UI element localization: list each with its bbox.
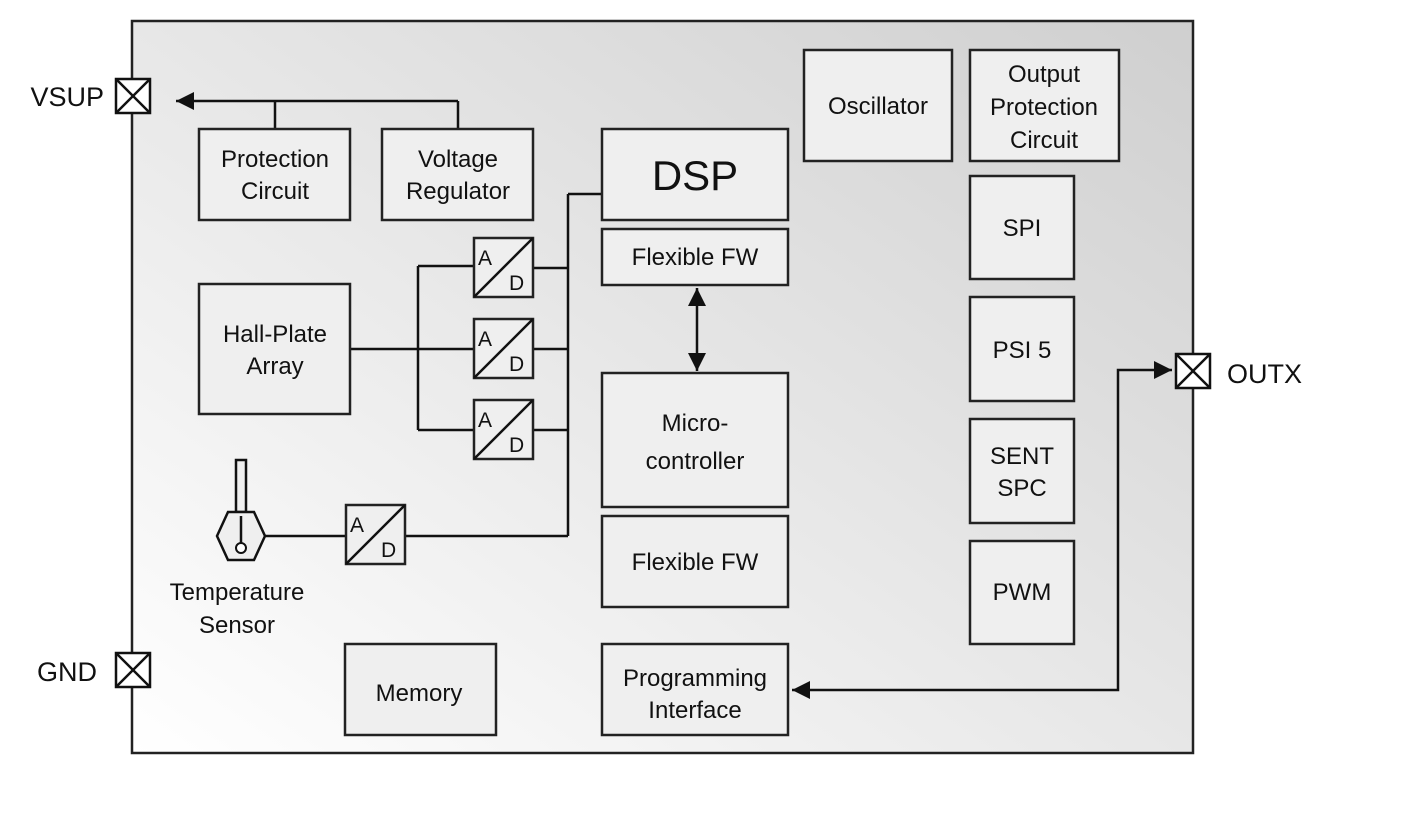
memory-label: Memory bbox=[376, 680, 463, 707]
thermometer-stem bbox=[234, 458, 248, 514]
hall-plate-array-line2: Array bbox=[246, 353, 303, 380]
protection-circuit-block: Protection Circuit bbox=[197, 127, 352, 222]
outx-pin: OUTX bbox=[1174, 352, 1302, 390]
adc-temperature: A D bbox=[344, 503, 407, 566]
programming-interface-line2: Interface bbox=[648, 697, 741, 724]
outx-label: OUTX bbox=[1227, 359, 1302, 389]
vsup-label: VSUP bbox=[30, 82, 104, 112]
pwm-label: PWM bbox=[993, 579, 1052, 606]
voltage-regulator-line1: Voltage bbox=[418, 146, 498, 173]
adc-3-a-label: A bbox=[478, 409, 492, 432]
flexible-fw-bottom-block: Flexible FW bbox=[600, 514, 790, 609]
dsp-label: DSP bbox=[652, 152, 738, 199]
adc-2-d-label: D bbox=[509, 353, 524, 376]
microcontroller-block: Micro- controller bbox=[600, 371, 790, 509]
flexible-fw-bottom-label: Flexible FW bbox=[632, 549, 759, 576]
memory-block: Memory bbox=[343, 642, 498, 737]
voltage-regulator-line2: Regulator bbox=[406, 178, 510, 205]
sent-spc-line1: SENT bbox=[990, 443, 1054, 470]
temperature-sensor-line2: Sensor bbox=[199, 612, 275, 639]
sent-spc-block: SENT SPC bbox=[968, 417, 1076, 525]
hall-plate-array-line1: Hall-Plate bbox=[223, 321, 327, 348]
wires bbox=[176, 92, 1172, 699]
programming-interface-block: Programming Interface bbox=[600, 642, 790, 737]
adc-1-a-label: A bbox=[478, 247, 492, 270]
voltage-regulator-block: Voltage Regulator bbox=[380, 127, 535, 222]
vsup-pin: VSUP bbox=[30, 77, 152, 115]
oscillator-label: Oscillator bbox=[828, 93, 928, 120]
pwm-block: PWM bbox=[968, 539, 1076, 646]
adc-2: A D bbox=[472, 317, 535, 380]
temperature-sensor: Temperature Sensor bbox=[170, 458, 305, 639]
adc-3: A D bbox=[472, 398, 535, 461]
protection-circuit-line1: Protection bbox=[221, 146, 329, 173]
adc-temperature-a-label: A bbox=[350, 514, 364, 537]
oscillator-block: Oscillator bbox=[802, 48, 954, 163]
microcontroller-line2: controller bbox=[646, 448, 745, 475]
psi5-label: PSI 5 bbox=[993, 337, 1052, 364]
adc-1-d-label: D bbox=[509, 272, 524, 295]
output-protection-block: Output Protection Circuit bbox=[968, 48, 1121, 163]
adc-3-d-label: D bbox=[509, 434, 524, 457]
output-protection-line1: Output bbox=[1008, 61, 1080, 88]
sent-spc-line2: SPC bbox=[997, 475, 1046, 502]
gnd-label: GND bbox=[37, 657, 97, 687]
psi5-block: PSI 5 bbox=[968, 295, 1076, 403]
dsp-block: DSP bbox=[600, 127, 790, 222]
adc-1: A D bbox=[472, 236, 535, 299]
programming-interface-line1: Programming bbox=[623, 665, 767, 692]
adc-2-a-label: A bbox=[478, 328, 492, 351]
microcontroller-line1: Micro- bbox=[662, 410, 729, 437]
flexible-fw-top-block: Flexible FW bbox=[600, 227, 790, 287]
spi-label: SPI bbox=[1003, 215, 1042, 242]
output-protection-line2: Protection bbox=[990, 94, 1098, 121]
gnd-pin: GND bbox=[37, 651, 152, 689]
hall-plate-array-block: Hall-Plate Array bbox=[197, 282, 352, 416]
temperature-sensor-line1: Temperature bbox=[170, 579, 305, 606]
thermometer-bulb-icon bbox=[235, 542, 247, 554]
spi-block: SPI bbox=[968, 174, 1076, 281]
flexible-fw-top-label: Flexible FW bbox=[632, 244, 759, 271]
protection-circuit-line2: Circuit bbox=[241, 178, 309, 205]
output-protection-line3: Circuit bbox=[1010, 127, 1078, 154]
adc-temperature-d-label: D bbox=[381, 539, 396, 562]
